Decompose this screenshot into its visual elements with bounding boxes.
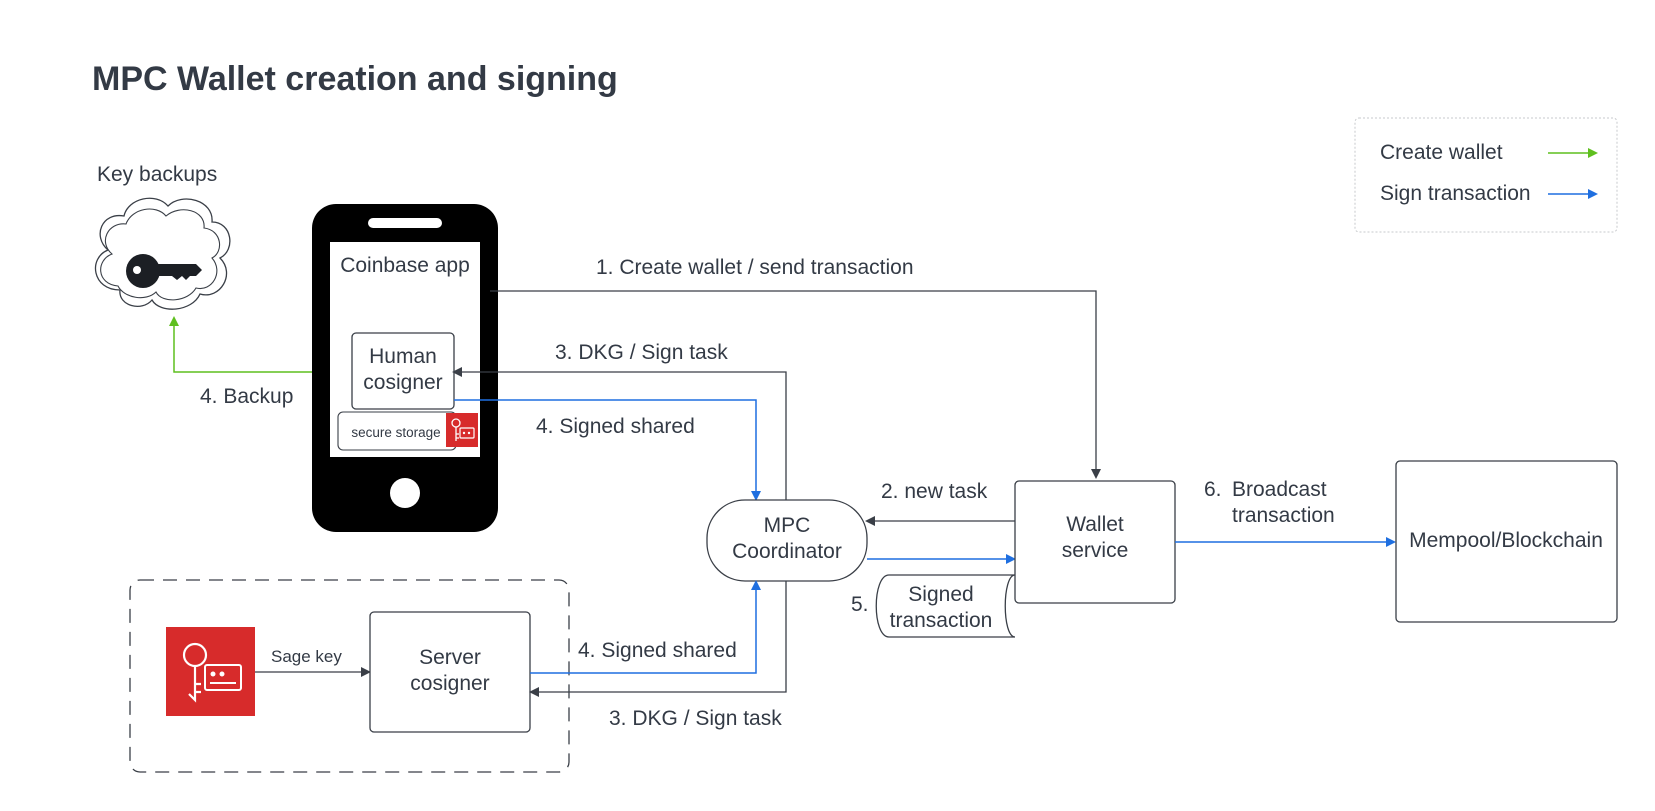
- step3-bottom-label: 3. DKG / Sign task: [609, 707, 782, 730]
- server-cosigner-node: Server cosigner: [369, 611, 531, 733]
- server-boundary: [129, 579, 570, 773]
- wallet-service-line1: Wallet: [1066, 513, 1124, 536]
- human-cosigner-line1: Human: [369, 345, 437, 368]
- mempool-node: Mempool/Blockchain: [1395, 460, 1618, 623]
- legend-create-wallet: Create wallet: [1380, 141, 1503, 164]
- mpc-coordinator-line2: Coordinator: [732, 540, 842, 563]
- step4-signed-bottom-label: 4. Signed shared: [578, 639, 737, 662]
- server-cosigner-line1: Server: [419, 646, 481, 669]
- backup-arrow: [169, 316, 352, 373]
- human-cosigner-line2: cosigner: [363, 371, 442, 394]
- cloud-icon: [94, 197, 231, 310]
- step3-top-arrow: [452, 367, 787, 500]
- step4-signed-top-label: 4. Signed shared: [536, 415, 695, 438]
- legend-sign-transaction: Sign transaction: [1380, 182, 1531, 205]
- legend: Create wallet Sign transaction: [1354, 117, 1618, 233]
- secure-storage-label: secure storage: [351, 425, 440, 440]
- step4-backup-label: 4. Backup: [200, 385, 293, 408]
- page-title: MPC Wallet creation and signing: [92, 60, 618, 98]
- signed-tx-line2: transaction: [890, 609, 993, 632]
- coinbase-app-label: Coinbase app: [340, 254, 470, 277]
- secure-storage-node: secure storage: [337, 411, 457, 451]
- step3-top-label: 3. DKG / Sign task: [555, 341, 728, 364]
- step5-label: 5.: [851, 593, 869, 616]
- human-cosigner-node: Human cosigner: [351, 332, 455, 410]
- sage-key-label: Sage key: [271, 647, 342, 666]
- signed-tx-line1: Signed: [908, 583, 973, 606]
- wallet-service-line2: service: [1062, 539, 1129, 562]
- step1-label: 1. Create wallet / send transaction: [596, 256, 914, 279]
- mpc-coordinator-node: MPC Coordinator: [706, 499, 868, 582]
- key-backups-label: Key backups: [97, 163, 217, 186]
- key-icon: [126, 254, 202, 288]
- step3-bottom-arrow: [529, 581, 787, 697]
- step6-number: 6.: [1204, 478, 1222, 501]
- step6-line2: transaction: [1232, 504, 1335, 527]
- server-cosigner-line2: cosigner: [410, 672, 489, 695]
- aws-key-management-icon: [166, 627, 255, 716]
- step4-signed-top-arrow: [454, 399, 761, 501]
- wallet-service-node: Wallet service: [1014, 480, 1176, 604]
- step6-line1: Broadcast: [1232, 478, 1327, 501]
- mpc-coordinator-line1: MPC: [764, 514, 811, 537]
- signed-transaction-node: Signed transaction: [875, 574, 1016, 638]
- mempool-label: Mempool/Blockchain: [1409, 529, 1603, 552]
- aws-key-management-icon: [446, 413, 478, 447]
- step4-signed-bottom-arrow: [530, 580, 761, 674]
- step1-arrow: [490, 290, 1101, 479]
- step2-label: 2. new task: [881, 480, 988, 503]
